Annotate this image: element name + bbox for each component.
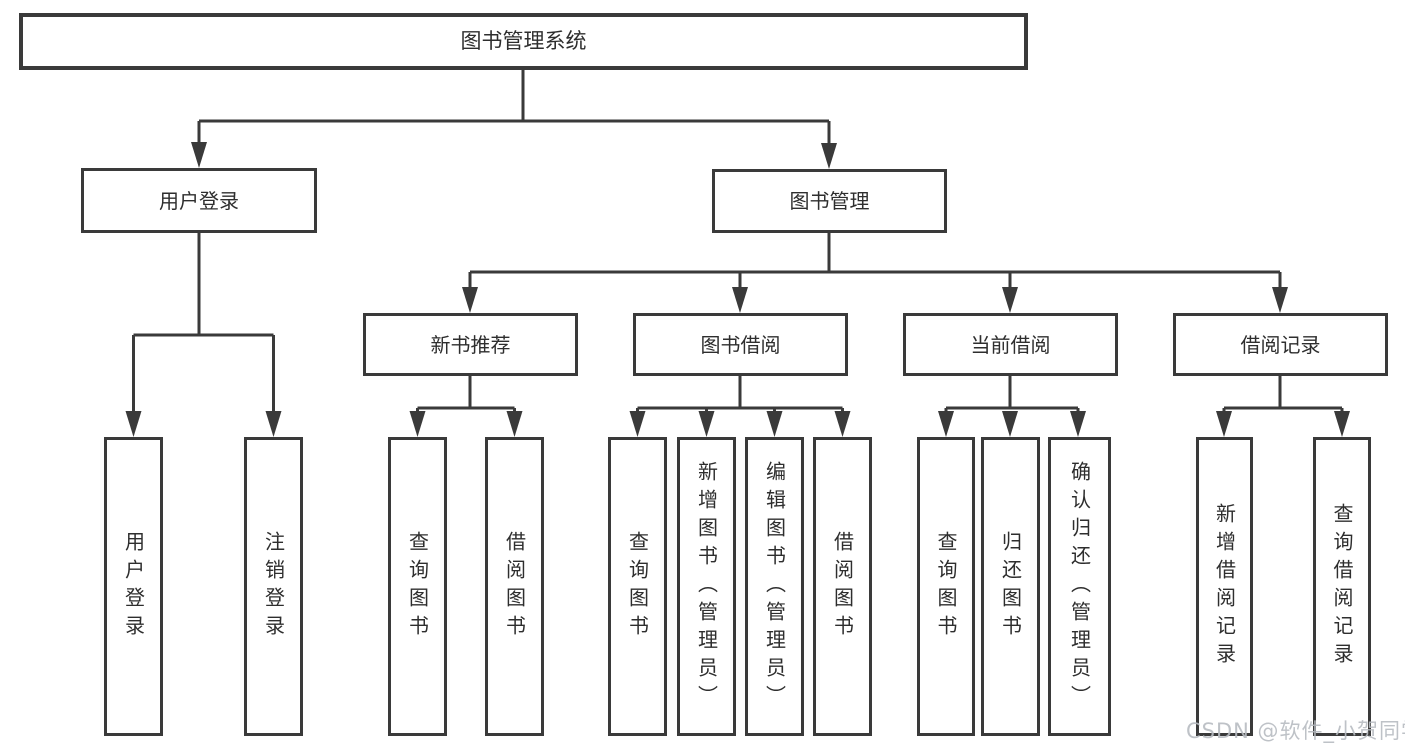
node-label: 借阅图书 [830, 530, 855, 643]
leaf-recommend-borrow-books: 借阅图书 [485, 437, 544, 736]
node-label: 借阅记录 [1240, 332, 1321, 357]
leaf-logout: 注销登录 [244, 437, 303, 736]
node-label: 图书管理系统 [460, 28, 587, 53]
leaf-records-add-record: 新增借阅记录 [1196, 437, 1253, 736]
leaf-borrow-query-books: 查询图书 [608, 437, 667, 736]
node-new-book-recommend: 新书推荐 [363, 313, 578, 376]
leaf-current-confirm-return-admin: 确认归还（管理员） [1048, 437, 1111, 736]
leaf-borrow-add-books-admin: 新增图书（管理员） [677, 437, 736, 736]
node-label: 用户登录 [159, 188, 239, 213]
node-label: 新增图书（管理员） [694, 460, 719, 713]
node-label: 归还图书 [998, 530, 1023, 643]
node-label: 图书借阅 [700, 332, 781, 357]
node-book-borrow: 图书借阅 [633, 313, 848, 376]
node-label: 图书管理 [789, 189, 870, 213]
leaf-recommend-query-books: 查询图书 [388, 437, 447, 736]
node-label: 查询借阅记录 [1330, 502, 1354, 671]
node-borrow-records: 借阅记录 [1173, 313, 1388, 376]
leaf-borrow-edit-books-admin: 编辑图书（管理员） [745, 437, 804, 736]
leaf-borrow-borrow-books: 借阅图书 [813, 437, 872, 736]
node-label: 查询图书 [405, 530, 430, 643]
leaf-user-login: 用户登录 [104, 437, 163, 736]
leaf-current-query-books: 查询图书 [917, 437, 975, 736]
node-label: 用户登录 [121, 530, 146, 643]
node-book-management: 图书管理 [712, 169, 947, 233]
node-label: 借阅图书 [502, 530, 527, 643]
node-label: 查询图书 [934, 530, 958, 643]
leaf-records-query-record: 查询借阅记录 [1313, 437, 1371, 736]
node-label: 确认归还（管理员） [1067, 460, 1092, 713]
csdn-watermark: CSDN @软件_小贺同学 [1186, 719, 1405, 743]
node-user-login: 用户登录 [81, 168, 317, 233]
node-label: 查询图书 [625, 530, 650, 643]
node-label: 注销登录 [261, 530, 286, 643]
node-current-borrow: 当前借阅 [903, 313, 1118, 376]
node-label: 新增借阅记录 [1212, 502, 1237, 671]
node-label: 当前借阅 [970, 332, 1051, 357]
leaf-current-return-books: 归还图书 [981, 437, 1040, 736]
node-label: 编辑图书（管理员） [762, 460, 787, 713]
node-label: 新书推荐 [430, 332, 511, 357]
node-library-management-system: 图书管理系统 [19, 13, 1028, 70]
